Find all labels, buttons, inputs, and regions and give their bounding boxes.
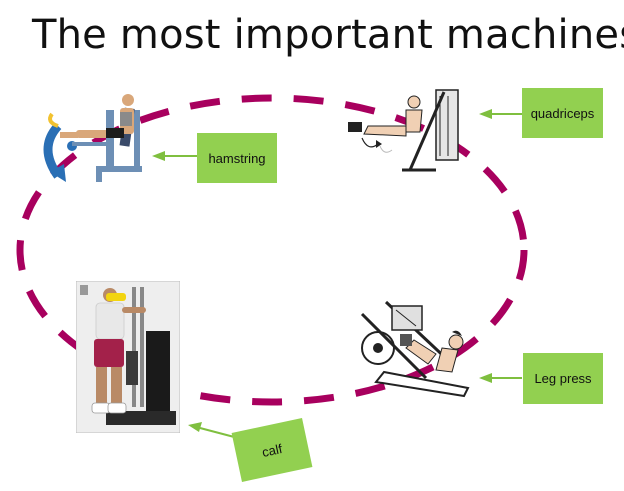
leg-press-machine-icon	[360, 300, 470, 398]
leg-curl-machine-icon	[43, 94, 142, 182]
label-quadriceps: quadriceps	[522, 88, 603, 138]
arrow-calf	[188, 422, 239, 439]
slide-title: The most important machines	[32, 12, 624, 58]
arrow-quadriceps	[479, 109, 522, 119]
arrow-leg-press	[479, 373, 522, 383]
arrow-hamstring	[152, 151, 197, 161]
label-leg-press: Leg press	[523, 353, 603, 404]
label-calf-text: calf	[260, 440, 284, 460]
label-hamstring-text: hamstring	[208, 150, 266, 166]
label-leg-press-text: Leg press	[534, 371, 592, 386]
dashed-ellipse	[16, 94, 528, 406]
calf-machine-photo	[76, 281, 180, 433]
label-quadriceps-text: quadriceps	[530, 105, 595, 121]
label-hamstring: hamstring	[197, 133, 277, 183]
leg-extension-machine-icon	[348, 89, 459, 172]
